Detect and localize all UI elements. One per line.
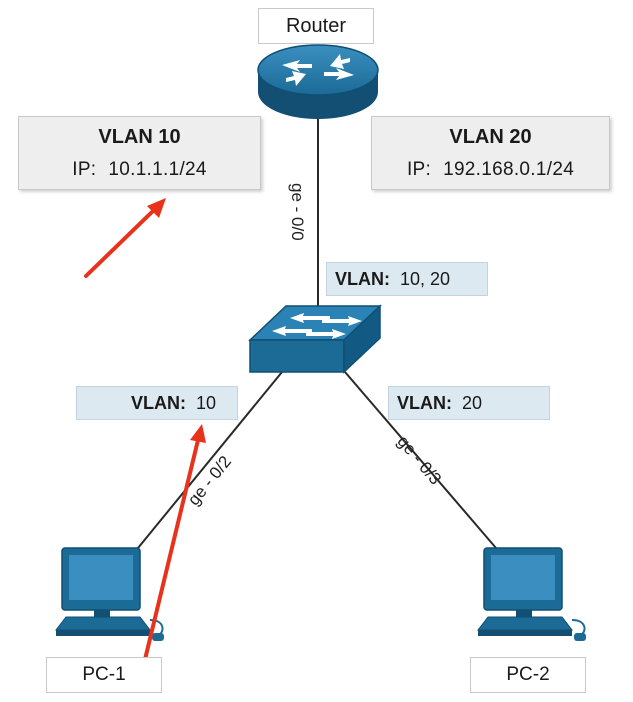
vlan10-ip-line: IP: 10.1.1.1/24 (19, 159, 260, 181)
pc2-computer-icon[interactable] (476, 547, 586, 641)
vlan10-interface-box: VLAN 10 IP: 10.1.1.1/24 (18, 116, 261, 190)
vlan20-title: VLAN 20 (449, 126, 532, 148)
pc1-vlan-tag: VLAN: 10 (76, 386, 238, 420)
router-icon[interactable] (257, 44, 379, 119)
link-switch-pc2 (344, 371, 497, 549)
pc2-vlan-tag: VLAN: 20 (388, 386, 550, 420)
vlan10-ip-address: 10.1.1.1/24 (108, 159, 207, 180)
pc1-computer-icon[interactable] (54, 547, 164, 641)
pc2-vlan-value: 20 (462, 392, 483, 413)
trunk-vlan-value: 10, 20 (400, 268, 451, 289)
vlan10-ip-prefix: IP: (72, 159, 97, 180)
vlan20-interface-box: VLAN 20 IP: 192.168.0.1/24 (371, 116, 610, 190)
trunk-vlan-key: VLAN: (335, 268, 390, 289)
link-switch-pc1 (137, 371, 283, 549)
vlan20-ip-address: 192.168.0.1/24 (443, 159, 575, 180)
router-label-text: Router (285, 14, 347, 37)
pc1-vlan-value: 10 (196, 392, 217, 413)
pc1-label: PC-1 (46, 657, 162, 693)
pc2-vlan-key: VLAN: (397, 392, 452, 413)
vlan20-ip-prefix: IP: (406, 159, 432, 180)
switch-icon[interactable] (248, 304, 382, 374)
annotation-arrow-vlan10 (84, 198, 166, 278)
pc2-label: PC-2 (470, 657, 586, 693)
vlan10-title: VLAN 10 (98, 126, 181, 148)
port-label-ge-0-0: ge - 0/0 (288, 183, 307, 241)
pc2-label-text: PC-2 (506, 664, 550, 685)
router-label: Router (258, 8, 374, 44)
trunk-vlan-tag: VLAN: 10, 20 (326, 262, 488, 296)
vlan20-ip-line: IP: 192.168.0.1/24 (372, 159, 609, 181)
annotation-arrow-pc1-port (139, 424, 206, 678)
pc1-vlan-key: VLAN: (131, 392, 186, 413)
pc1-label-text: PC-1 (82, 664, 126, 685)
